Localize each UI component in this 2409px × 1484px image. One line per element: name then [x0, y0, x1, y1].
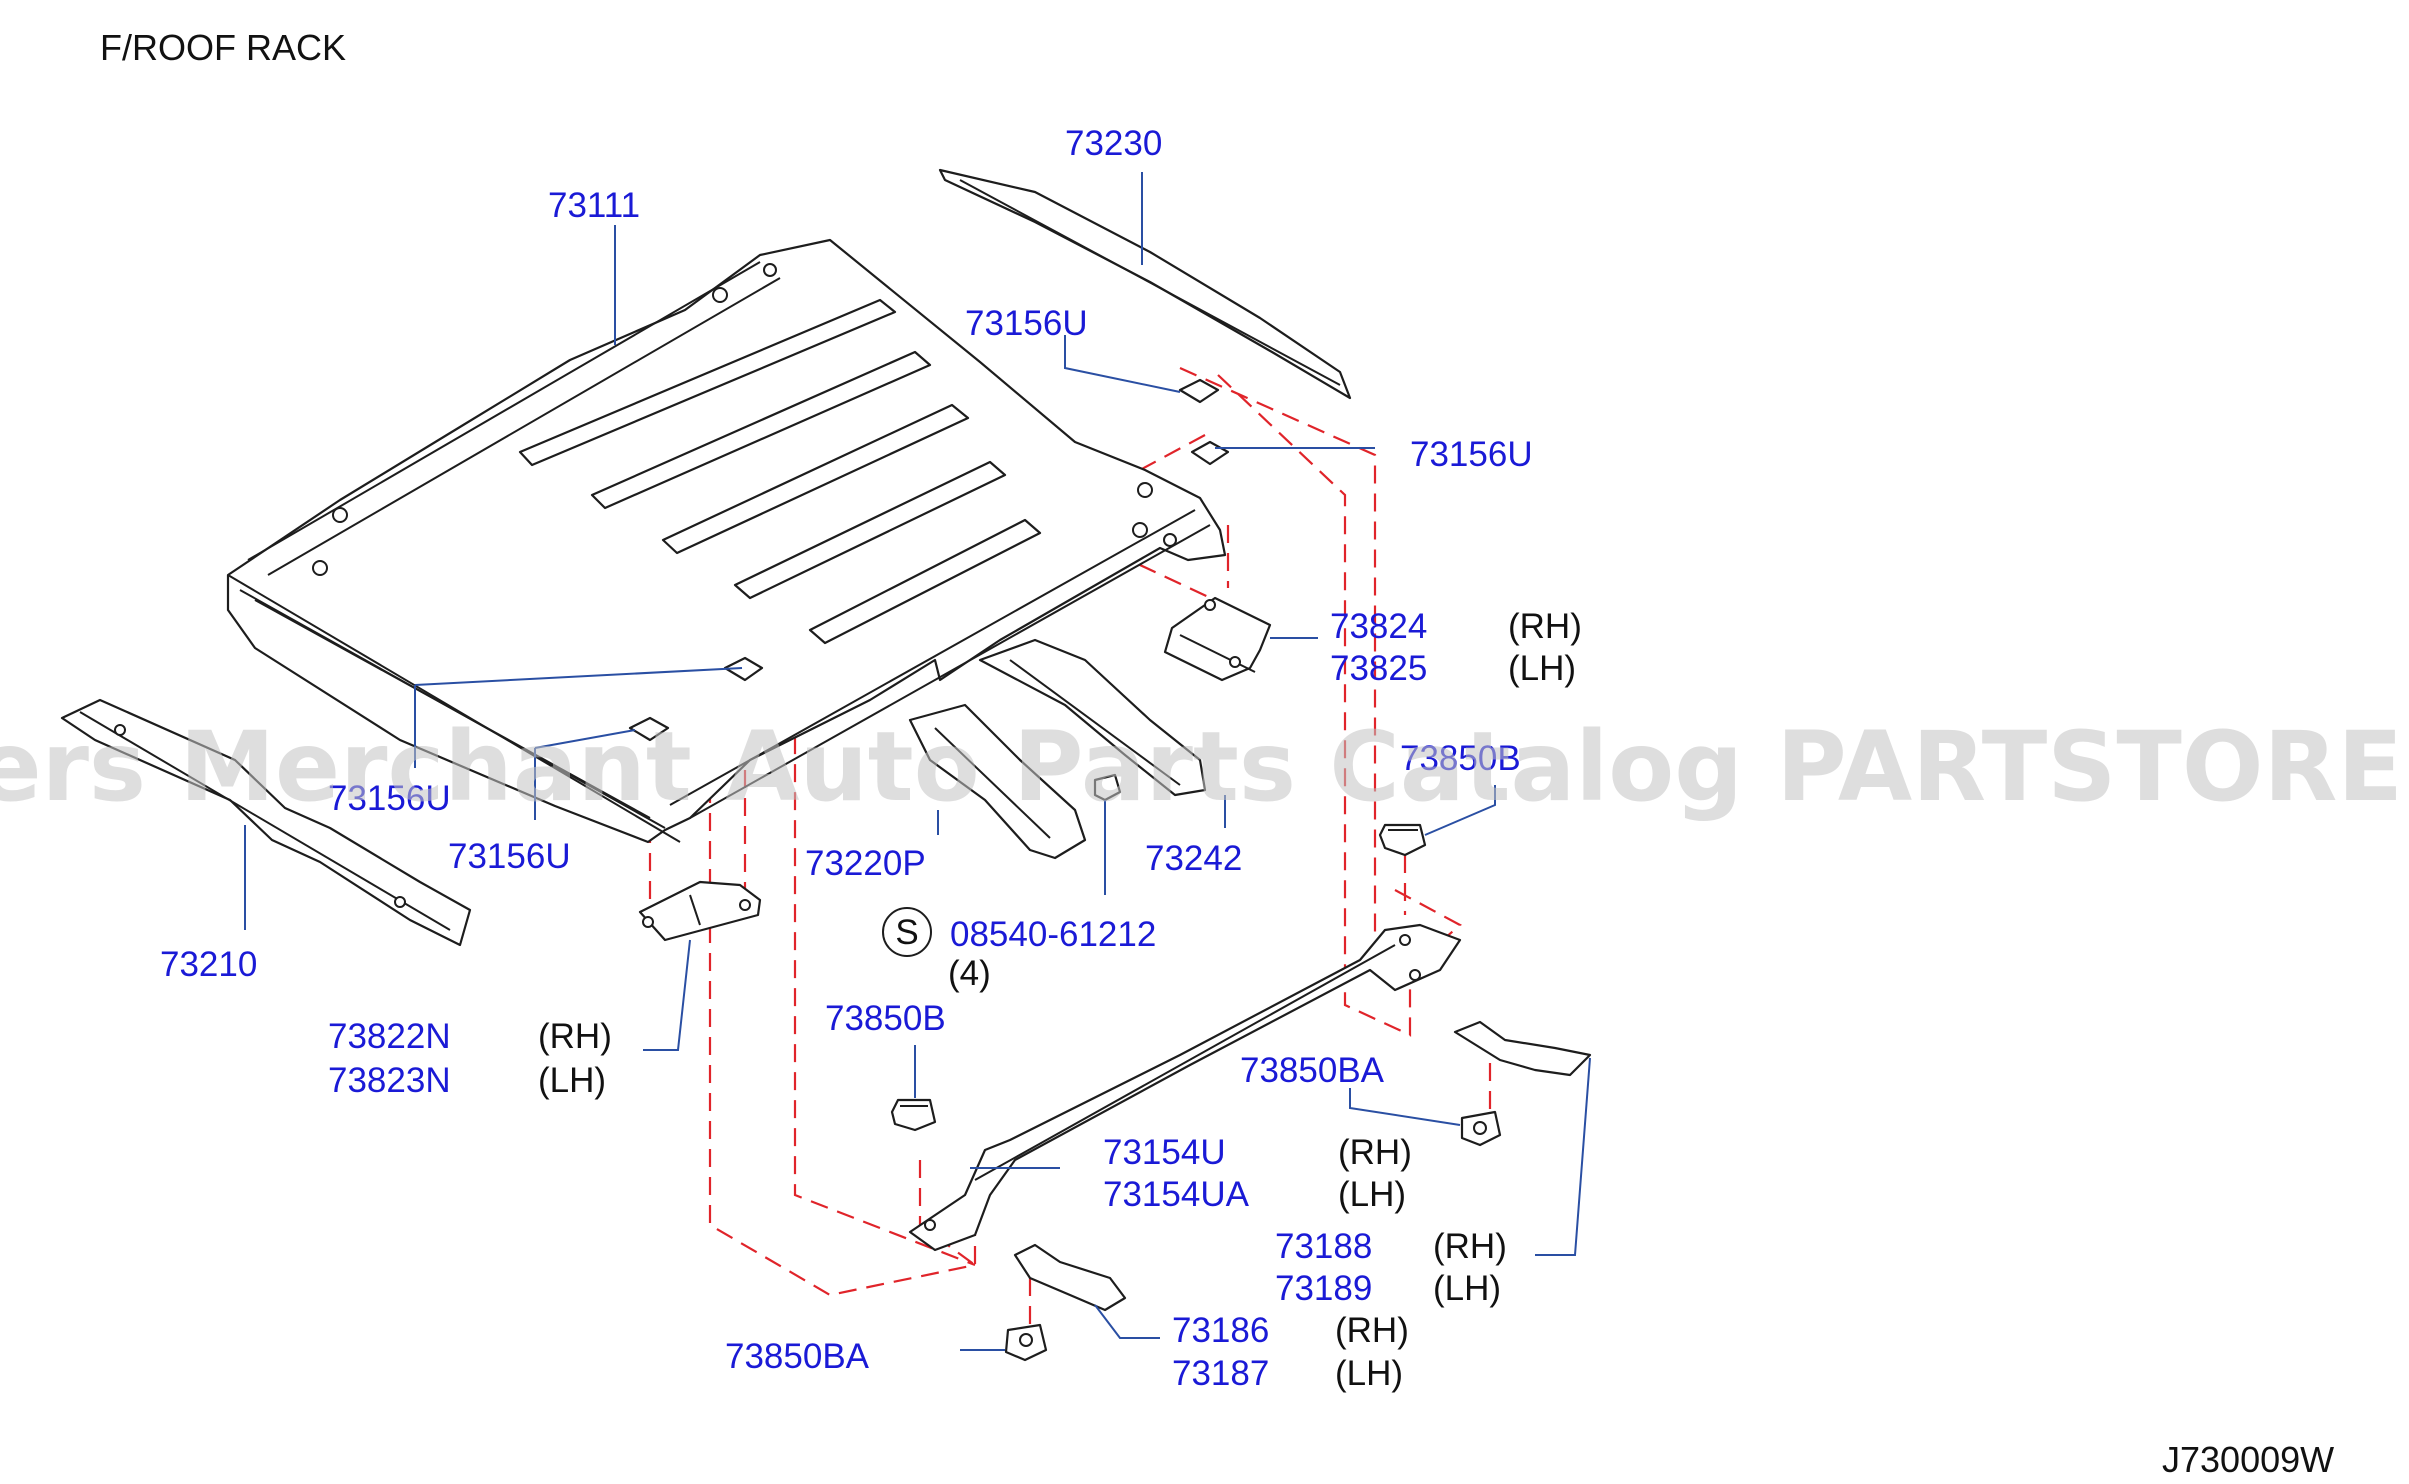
label-08540-61212: 08540-61212 — [950, 915, 1156, 954]
part-73186-bracket — [1013, 1243, 1127, 1312]
leader-lines — [244, 172, 1591, 1351]
part-73154u-rail-bar — [908, 923, 1462, 1252]
label-73189: 73189 — [1275, 1269, 1372, 1308]
part-73824-bracket — [1163, 596, 1272, 682]
label-73850b-right: 73850B — [1400, 739, 1521, 778]
part-73230-strip — [938, 168, 1352, 400]
label-73189-side: (LH) — [1433, 1269, 1501, 1308]
label-73156u-left2: 73156U — [448, 837, 571, 876]
label-73822n-side: (RH) — [538, 1017, 612, 1056]
label-73154u: 73154U — [1103, 1133, 1226, 1172]
label-73824: 73824 — [1330, 607, 1427, 646]
watermark-text: Offers Merchant Auto Parts Catalog PARTS… — [0, 711, 2409, 823]
part-73220p-bracket — [908, 703, 1087, 860]
label-73186: 73186 — [1172, 1311, 1269, 1350]
diagram-title: F/ROOF RACK — [100, 27, 346, 68]
part-73822n-bracket — [638, 880, 762, 942]
nut-73850b-left — [890, 1098, 937, 1132]
label-73220p: 73220P — [805, 844, 926, 883]
label-73822n: 73822N — [328, 1017, 451, 1056]
label-73823n: 73823N — [328, 1061, 451, 1100]
label-73825: 73825 — [1330, 649, 1427, 688]
part-73111-roof-panel — [226, 238, 1227, 844]
label-73210: 73210 — [160, 945, 257, 984]
label-73187-side: (LH) — [1335, 1354, 1403, 1393]
label-73154ua: 73154UA — [1103, 1175, 1250, 1214]
label-73188: 73188 — [1275, 1227, 1372, 1266]
label-73823n-side: (LH) — [538, 1061, 606, 1100]
label-08540-qty: (4) — [948, 954, 991, 993]
label-73850ba-right: 73850BA — [1240, 1051, 1385, 1090]
part-73242-bracket — [978, 638, 1207, 797]
label-73187: 73187 — [1172, 1354, 1269, 1393]
s-symbol: S — [895, 913, 918, 952]
label-73850ba-bottom: 73850BA — [725, 1337, 870, 1376]
part-73188-bracket — [1453, 1020, 1592, 1077]
nut-73850b-right — [1378, 823, 1427, 857]
part-73210-rail — [60, 698, 472, 947]
diagram-code: J730009W — [2162, 1439, 2334, 1480]
label-73156u-right: 73156U — [1410, 435, 1533, 474]
nut-73850ba-bottom — [1004, 1323, 1048, 1362]
screw-08540 — [1093, 773, 1122, 802]
label-73156u-left: 73156U — [328, 779, 451, 818]
label-73186-side: (RH) — [1335, 1311, 1409, 1350]
label-73154u-side: (RH) — [1338, 1133, 1412, 1172]
s-symbol-circle — [882, 907, 932, 957]
label-73850b-left: 73850B — [825, 999, 946, 1038]
label-73242: 73242 — [1145, 839, 1242, 878]
label-73825-side: (LH) — [1508, 649, 1576, 688]
label-73188-side: (RH) — [1433, 1227, 1507, 1266]
label-73154ua-side: (LH) — [1338, 1175, 1406, 1214]
label-73230: 73230 — [1065, 124, 1162, 163]
nut-73850ba-right — [1460, 1110, 1502, 1147]
label-73824-side: (RH) — [1508, 607, 1582, 646]
label-73111: 73111 — [548, 186, 640, 225]
label-73156u-top: 73156U — [965, 304, 1088, 343]
